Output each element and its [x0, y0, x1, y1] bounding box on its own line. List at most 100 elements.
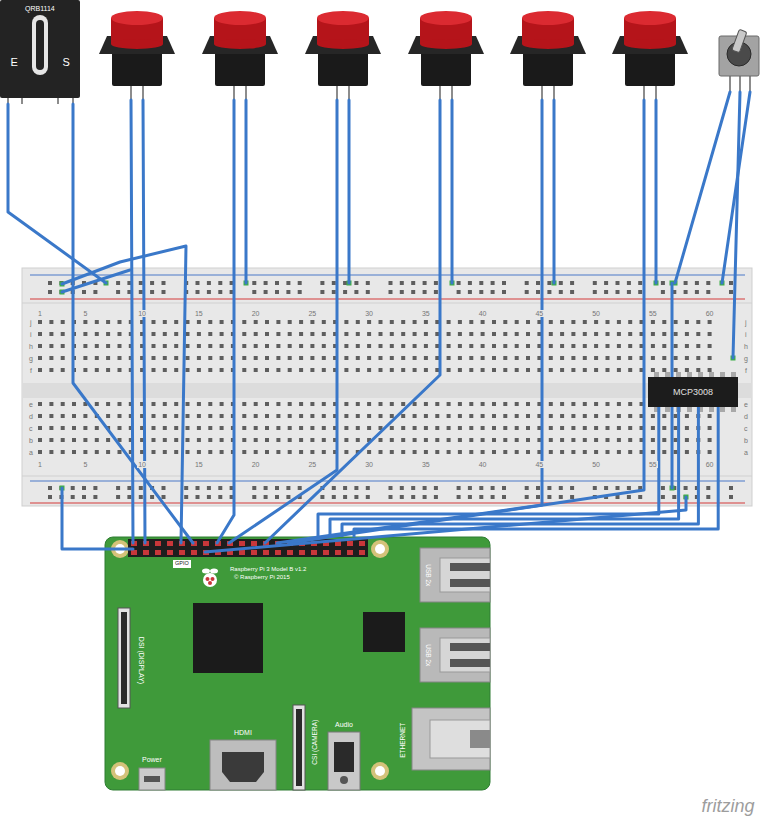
push-button: [612, 11, 688, 100]
csi-slot: [296, 709, 302, 786]
wire: [553, 100, 556, 283]
row-letter: f: [744, 367, 748, 374]
ic-chip: MCP3008: [648, 377, 738, 407]
mount-hole: [115, 766, 125, 776]
column-number: 35: [421, 461, 431, 468]
usb-slot: [450, 563, 490, 571]
row-letter: i: [29, 331, 33, 338]
wire: [265, 100, 440, 543]
column-number: 30: [364, 461, 374, 468]
soc-chip: [193, 603, 263, 673]
hdmi-socket: [222, 752, 264, 782]
mount-hole: [375, 766, 385, 776]
column-number: 15: [194, 461, 204, 468]
part-label: CSI (CAMERA): [312, 719, 319, 764]
row-letter: j: [29, 319, 33, 326]
dsi-connector: [118, 608, 130, 708]
part-label: Raspberry Pi 3 Model B v1.2: [230, 566, 306, 572]
wire: [62, 270, 130, 292]
column-number: 50: [591, 461, 601, 468]
part-label: ETHERNET: [400, 722, 407, 757]
column-number: 20: [251, 461, 261, 468]
row-letter: h: [743, 343, 749, 350]
chip-pin: [687, 407, 692, 412]
usb-slot: [450, 643, 490, 651]
ethernet-inner: [430, 720, 490, 758]
ethernet-port: [412, 708, 490, 770]
push-button: [408, 11, 484, 100]
wire: [245, 100, 248, 283]
logo-dot: [208, 581, 212, 585]
column-number: 40: [478, 310, 488, 317]
part-label: DSI (DISPLAY): [138, 636, 145, 683]
column-number: 25: [307, 310, 317, 317]
row-letter: c: [28, 425, 34, 432]
push-button: [99, 11, 175, 100]
column-number: 20: [251, 310, 261, 317]
part-label: Power: [142, 756, 162, 763]
wire: [217, 100, 234, 543]
pot-leg: [739, 76, 741, 92]
wire: [348, 100, 351, 283]
hdmi-port: [210, 740, 276, 790]
column-number: 35: [421, 310, 431, 317]
usb-slot: [450, 579, 490, 587]
column-number: 5: [82, 310, 88, 317]
power-port: [139, 768, 165, 790]
chip-pin: [665, 407, 670, 412]
row-letter: a: [743, 449, 749, 456]
part-label: © Raspberry Pi 2015: [234, 574, 290, 580]
row-letter: f: [29, 367, 33, 374]
pot-leg: [729, 76, 731, 92]
push-button: [510, 11, 586, 100]
column-number: 1: [37, 310, 43, 317]
push-button: [202, 11, 278, 100]
row-letter: e: [28, 401, 34, 408]
wire-connector: [354, 407, 718, 537]
mount-hole: [371, 540, 389, 558]
row-letter: g: [743, 355, 749, 362]
potentiometer-shaft: [732, 29, 747, 52]
column-number: 10: [137, 461, 147, 468]
dsi-slot: [121, 612, 127, 704]
mount-hole: [375, 544, 385, 554]
pot-leg: [749, 76, 751, 92]
column-number: 40: [478, 461, 488, 468]
column-number: 1: [37, 461, 43, 468]
row-letter: d: [743, 413, 749, 420]
rail-line-red: [30, 299, 745, 300]
usb-port-inner: [440, 638, 490, 672]
sensor-body: QRB1114ES: [0, 0, 80, 104]
rail-line-red: [30, 503, 745, 504]
part-label: MCP3008: [673, 388, 713, 397]
ethernet-socket: [470, 730, 490, 748]
column-number: 55: [648, 310, 658, 317]
wire: [722, 92, 750, 283]
column-number: 15: [194, 310, 204, 317]
row-letter: d: [28, 413, 34, 420]
column-number: 10: [137, 310, 147, 317]
row-letter: j: [744, 319, 748, 326]
chip-pin: [709, 407, 714, 412]
breadboard-holes: [38, 281, 733, 499]
wire: [62, 488, 133, 549]
column-number: 55: [648, 461, 658, 468]
part-label: S: [63, 57, 70, 68]
connected-holes: [60, 281, 736, 500]
wire: [277, 100, 542, 543]
mount-hole: [111, 762, 129, 780]
usb-port-inner: [440, 558, 490, 592]
watermark: fritzing: [702, 797, 755, 815]
usb-port: [420, 548, 490, 602]
rail-line-blue: [30, 275, 745, 276]
row-letter: g: [28, 355, 34, 362]
audio-jack-hole: [340, 776, 348, 784]
column-number: 50: [591, 310, 601, 317]
column-number: 5: [82, 461, 88, 468]
wire: [451, 100, 454, 283]
sensor-slot: [32, 15, 48, 75]
usb-slot: [450, 659, 490, 667]
part-label: USB 2x: [425, 644, 432, 666]
part-label: Audio: [335, 721, 353, 728]
